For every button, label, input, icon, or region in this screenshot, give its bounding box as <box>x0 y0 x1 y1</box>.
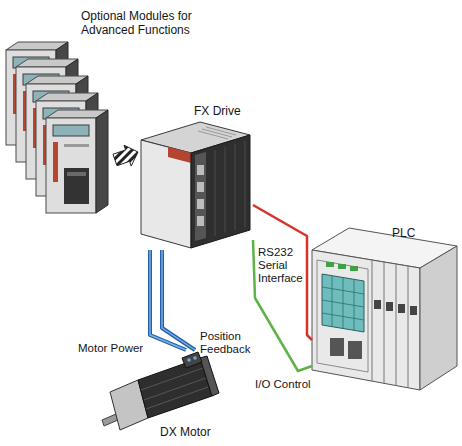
option-module <box>6 42 68 145</box>
wire-line <box>150 250 186 350</box>
serial-cable <box>253 205 312 340</box>
connector <box>197 216 204 226</box>
plc-front <box>312 250 420 390</box>
slot-module <box>398 304 405 313</box>
option-module <box>16 59 78 162</box>
motor-connector <box>182 352 202 368</box>
node-label: FX Drive <box>194 104 264 118</box>
drive-illustration <box>141 122 250 248</box>
io-cable <box>253 240 312 371</box>
plc-top <box>312 228 457 268</box>
slot-module <box>410 306 417 315</box>
node-label: PLC <box>392 226 432 240</box>
heat-sink <box>215 141 245 236</box>
plc-screen <box>322 274 364 332</box>
servo-motor: DX Motor <box>98 350 220 443</box>
wire-label: Position Feedback <box>200 330 262 356</box>
wire-core <box>162 250 195 350</box>
wire-core <box>150 250 186 350</box>
connector <box>197 165 204 175</box>
feedback-cable <box>162 250 195 350</box>
connector <box>197 182 204 192</box>
module-arrow <box>113 145 138 166</box>
io-module <box>326 262 334 267</box>
slot-module <box>386 302 393 311</box>
drive-side <box>191 135 250 248</box>
plc-illustration <box>312 228 457 390</box>
wire-label: RS232 Serial Interface <box>258 246 304 285</box>
rack-slots <box>372 260 408 388</box>
io-module <box>338 264 346 269</box>
option-module <box>26 76 88 179</box>
connector <box>197 199 204 209</box>
drive-unit: FX Drive <box>138 100 253 250</box>
slot-module <box>374 300 381 309</box>
drive-top <box>141 122 250 153</box>
option-module <box>36 93 98 196</box>
wire-line <box>253 240 312 371</box>
node-label: DX Motor <box>160 425 230 439</box>
power-cable <box>150 250 186 350</box>
motor-illustration <box>102 352 219 430</box>
motor-fins <box>141 368 208 409</box>
connector-strip <box>195 152 206 241</box>
motor-shaft <box>102 414 118 426</box>
motor-body <box>138 358 212 418</box>
wire-label: I/O Control <box>255 378 325 391</box>
io-module <box>350 266 358 271</box>
plc-side <box>420 246 457 390</box>
connector-pin <box>187 358 191 362</box>
drive-front <box>141 140 191 248</box>
connector-pin <box>193 356 197 360</box>
option-module <box>46 110 108 213</box>
terminal-block <box>330 338 344 356</box>
plc-rack: PLC <box>312 222 460 397</box>
terminal-block <box>348 341 362 359</box>
node-label: Optional Modules for Advanced Functions <box>81 9 231 37</box>
motor-cap <box>200 356 219 396</box>
plc-door <box>317 260 368 372</box>
screen-grid <box>322 276 364 330</box>
wire-line <box>253 205 312 340</box>
wire-label: Motor Power <box>78 342 150 355</box>
module-stack: Optional Modules for Advanced Functions <box>3 5 115 217</box>
drive-accent <box>168 147 191 163</box>
wire-line <box>162 250 195 350</box>
drive-vents <box>198 127 236 139</box>
motor-flange <box>110 380 148 430</box>
